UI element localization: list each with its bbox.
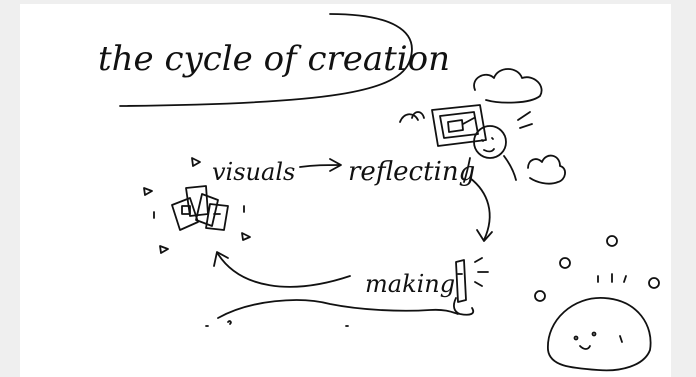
flower-icons	[535, 236, 659, 301]
ground-line	[218, 300, 458, 318]
happy-blob-icon	[548, 298, 651, 370]
arrow-making-to-visuals	[214, 252, 350, 287]
stage-label-reflecting: reflecting	[348, 157, 475, 187]
ground-dots	[206, 321, 348, 326]
arrow-reflecting-to-making	[470, 178, 492, 241]
pencil-icon	[454, 258, 488, 315]
arrow-visuals-to-reflecting	[300, 159, 341, 171]
photo-stack-icon	[172, 186, 228, 230]
title-text: the cycle of creation	[98, 39, 450, 79]
stage-label-visuals: visuals	[212, 158, 295, 186]
stage-label-making: making	[365, 270, 455, 298]
